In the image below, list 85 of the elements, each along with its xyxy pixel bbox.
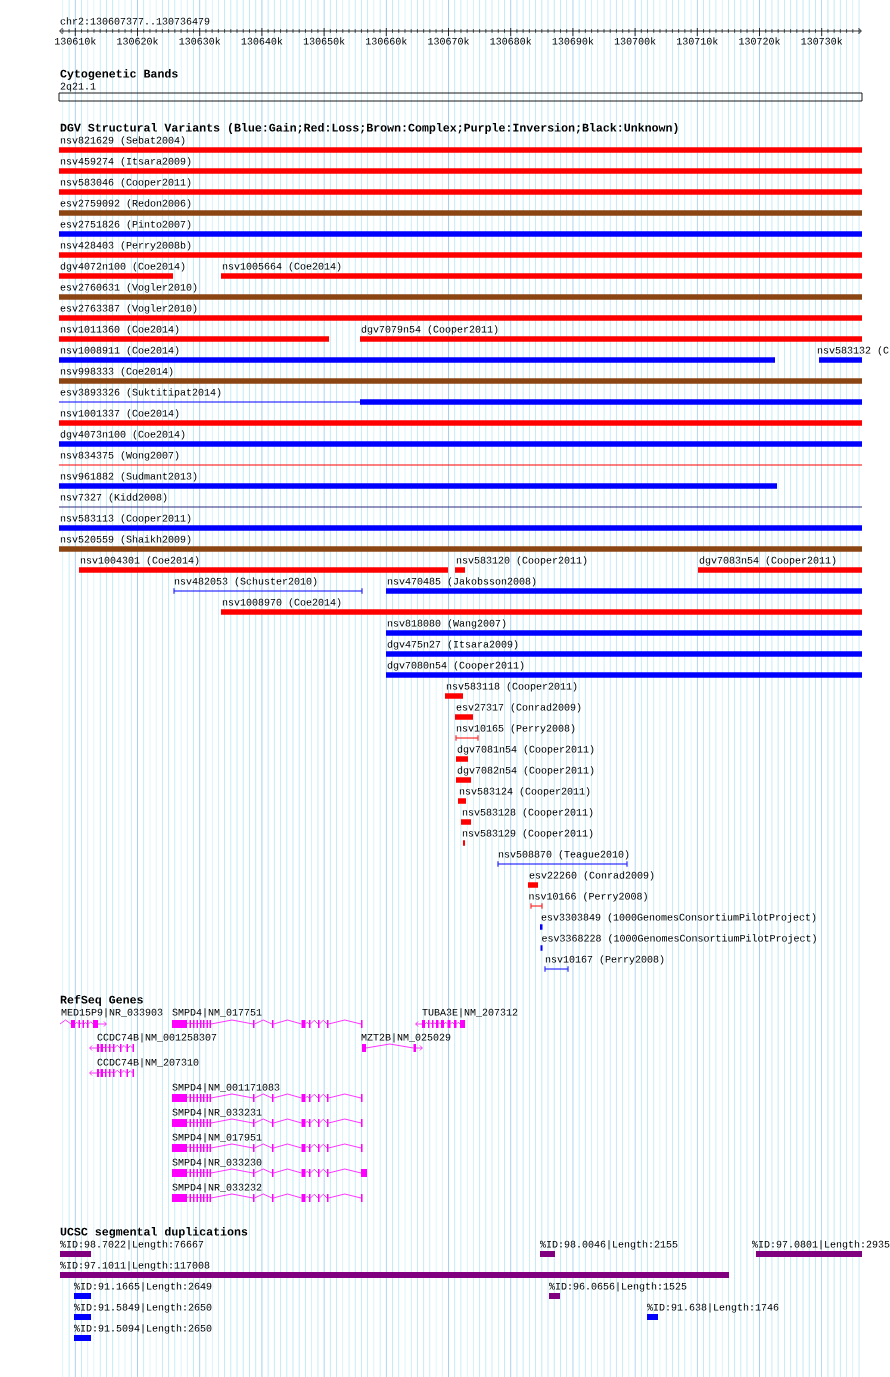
tick-label: 130720k (739, 37, 780, 45)
gene-label: CCDC74B|NM_001258307 (97, 1033, 217, 1043)
variant-label: nsv459274 (Itsara2009) (60, 157, 191, 167)
variant-label: esv2763387 (Vogler2010) (60, 304, 197, 314)
band-label: 2q21.1 (60, 82, 96, 92)
variant-label: nsv10165 (Perry2008) (456, 724, 575, 734)
gene-label: MZT2B|NM_025029 (361, 1033, 451, 1043)
tick-label: 130700k (614, 37, 656, 45)
duplication-label: %ID:98.0046|Length:2155 (540, 1240, 678, 1250)
gene-label: SMPD4|NM_017951 (172, 1133, 262, 1143)
track-title: DGV Structural Variants (Blue:Gain;Red:Loss;Brown:Complex;Purple:Inversion;Black:Unknown) (60, 123, 678, 134)
variant-label: nsv1008970 (Coe2014) (222, 598, 341, 608)
variant-label: nsv834375 (Wong2007) (60, 451, 179, 461)
variant-label: nsv1011360 (Coe2014) (60, 325, 179, 335)
gene-label: SMPD4|NR_033230 (172, 1158, 262, 1168)
variant-label: nsv1005664 (Coe2014) (222, 262, 341, 272)
variant-label: esv3368228 (1000GenomesConsortiumPilotProject) (542, 934, 816, 944)
variant-label: nsv482053 (Schuster2010) (174, 577, 317, 587)
variant-label: dgv475n27 (Itsara2009) (387, 640, 518, 650)
variant-label: esv2759092 (Redon2006) (60, 199, 191, 209)
variant-label: nsv520559 (Shaikh2009) (60, 535, 191, 545)
gene-label: MED15P9|NR_033903 (61, 1008, 163, 1018)
variant-label: dgv4072n100 (Coe2014) (60, 262, 185, 272)
variant-label: nsv961882 (Sudmant2013) (60, 472, 197, 482)
tick-label: 130710k (677, 37, 718, 45)
variant-label: nsv1004301 (Coe2014) (80, 556, 199, 566)
track-title: RefSeq Genes (60, 994, 143, 1006)
variant-label: nsv470485 (Jakobsson2008) (387, 577, 536, 587)
variant-label: nsv583124 (Cooper2011) (459, 787, 590, 797)
variant-label: dgv7080n54 (Cooper2011) (387, 661, 524, 671)
variant-label: nsv1001337 (Coe2014) (60, 409, 179, 419)
variant-label: nsv10167 (Perry2008) (545, 955, 664, 965)
duplication-label: %ID:91.5849|Length:2650 (74, 1303, 212, 1313)
gene-label: SMPD4|NM_017751 (172, 1008, 262, 1018)
variant-label: esv22260 (Conrad2009) (529, 871, 654, 881)
variant-label: nsv583132 (C (817, 346, 889, 356)
variant-label: dgv7079n54 (Cooper2011) (361, 325, 498, 335)
gene-label: TUBA3E|NM_207312 (422, 1008, 518, 1018)
gene-label: CCDC74B|NM_207310 (97, 1058, 199, 1068)
variant-label: dgv7081n54 (Cooper2011) (457, 745, 594, 755)
variant-label: esv2760631 (Vogler2010) (60, 283, 197, 293)
variant-label: esv3893326 (Suktitipat2014) (60, 388, 221, 398)
duplication-label: %ID:91.5094|Length:2650 (74, 1324, 212, 1334)
variant-label: dgv7082n54 (Cooper2011) (457, 766, 594, 776)
gene-label: SMPD4|NR_033231 (172, 1108, 262, 1118)
tick-label: 130630k (179, 37, 221, 45)
variant-label: esv3303849 (1000GenomesConsortiumPilotProject) (541, 913, 816, 923)
tick-label: 130670k (428, 37, 469, 45)
variant-label: nsv1008911 (Coe2014) (60, 346, 179, 356)
variant-label: nsv583129 (Cooper2011) (462, 829, 593, 839)
tick-label: 130650k (303, 37, 345, 45)
variant-label: nsv583128 (Cooper2011) (462, 808, 593, 818)
variant-label: nsv508870 (Teague2010) (498, 850, 629, 860)
tick-label: 130730k (801, 37, 843, 45)
gene-label: SMPD4|NM_001171083 (172, 1083, 280, 1093)
variant-label: esv2751826 (Pinto2007) (60, 220, 191, 230)
duplication-label: %ID:98.7022|Length:76667 (60, 1240, 204, 1250)
variant-label: nsv7327 (Kidd2008) (60, 493, 167, 503)
variant-label: nsv428403 (Perry2008b) (60, 241, 191, 251)
variant-label: nsv998333 (Coe2014) (60, 367, 173, 377)
variant-label: nsv821629 (Sebat2004) (60, 136, 185, 146)
duplication-label: %ID:97.1011|Length:117008 (60, 1261, 210, 1271)
tick-label: 130620k (117, 37, 158, 45)
tick-label: 130640k (241, 37, 283, 45)
tick-label: 130660k (366, 37, 407, 45)
tick-label: 130690k (552, 37, 594, 45)
tick-label: 130680k (490, 37, 532, 45)
track-title: Cytogenetic Bands (60, 69, 178, 80)
variant-label: nsv583118 (Cooper2011) (446, 682, 577, 692)
variant-label: esv27317 (Conrad2009) (456, 703, 581, 713)
duplication-label: %ID:96.0656|Length:1525 (549, 1282, 687, 1292)
variant-label: nsv583046 (Cooper2011) (60, 178, 191, 188)
duplication-label: %ID:91.1665|Length:2649 (74, 1282, 212, 1292)
gene-label: SMPD4|NR_033232 (172, 1183, 262, 1193)
variant-label: nsv10166 (Perry2008) (529, 892, 647, 902)
variant-label: nsv583113 (Cooper2011) (60, 514, 191, 524)
variant-label: dgv7083n54 (Cooper2011) (699, 556, 836, 566)
coordinate-label: chr2:130607377..130736479 (60, 17, 210, 25)
duplication-label: %ID:91.638|Length:1746 (647, 1303, 779, 1313)
track-title: UCSC segmental duplications (60, 1227, 248, 1238)
tick-label: 130610k (55, 37, 96, 45)
variant-label: dgv4073n100 (Coe2014) (60, 430, 185, 440)
duplication-label: %ID:97.0801|Length:2935 (752, 1240, 890, 1250)
variant-label: nsv583120 (Cooper2011) (456, 556, 587, 566)
variant-label: nsv818080 (Wang2007) (387, 619, 506, 629)
